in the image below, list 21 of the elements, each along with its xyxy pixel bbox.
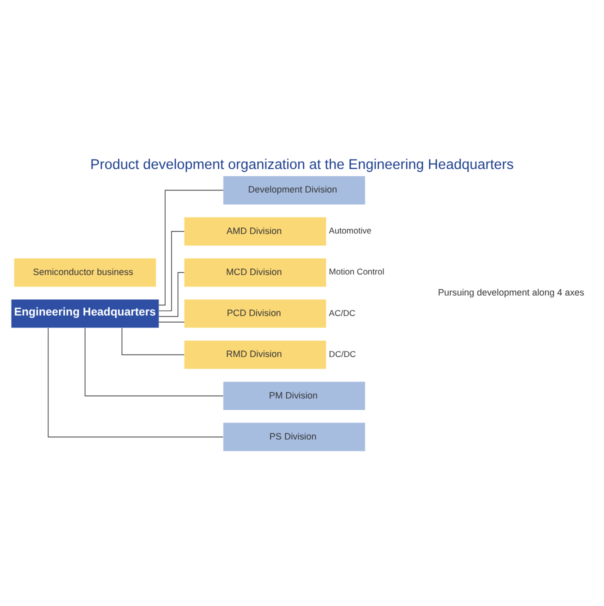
connector <box>48 328 224 438</box>
node-box: AMD Division <box>184 217 326 246</box>
node-box: PS Division <box>223 422 366 452</box>
node-box: RMD Division <box>184 340 326 369</box>
connector <box>158 190 224 306</box>
node-box: Engineering Headquarters <box>11 299 159 328</box>
node-box: Semiconductor business <box>14 258 156 287</box>
connector <box>158 272 185 317</box>
node-label: Automotive <box>328 226 372 236</box>
node-box: MCD Division <box>184 258 326 287</box>
connector <box>122 328 184 356</box>
label: Pursuing development along 4 axes <box>438 287 584 298</box>
node-label: DC/DC <box>328 348 356 359</box>
node-label: AC/DC <box>328 308 356 318</box>
node-box: Development Division <box>223 176 366 204</box>
node-box: PCD Division <box>184 299 326 328</box>
node-label: Motion Control <box>328 266 384 277</box>
node-box: PM Division <box>223 382 366 410</box>
diagram-title: Product development organization at the Engineering Headquarters <box>90 157 514 174</box>
connector <box>84 328 224 396</box>
connector <box>158 231 185 312</box>
